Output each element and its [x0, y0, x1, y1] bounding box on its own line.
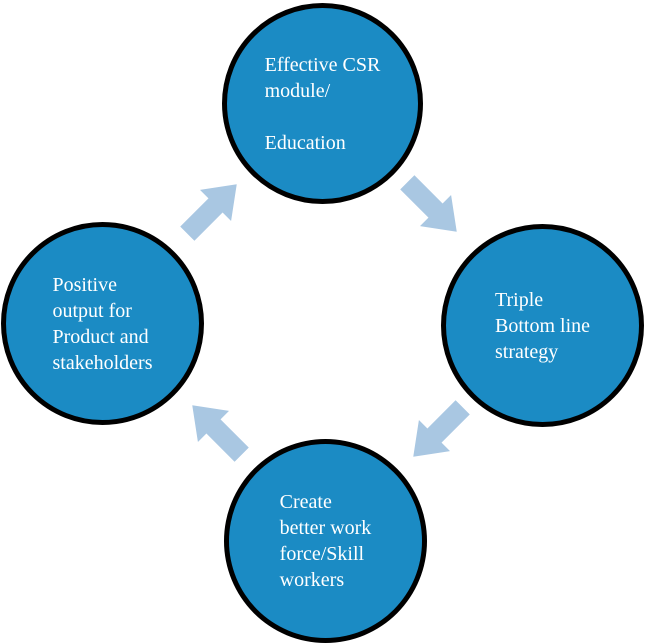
cycle-node-positive-output: Positive output for Product and stakehol…: [1, 222, 204, 425]
cycle-node-triple-bottom-line: Triple Bottom line strategy: [441, 224, 644, 427]
arrow-bottom-to-left-icon: [192, 405, 249, 462]
cycle-node-effective-csr: Effective CSR module/ Education: [222, 3, 423, 204]
cycle-node-create-workforce: Create better work force/Skill workers: [224, 439, 427, 643]
arrow-top-to-right-icon: [400, 175, 457, 232]
cycle-node-label: Effective CSR module/ Education: [264, 53, 381, 154]
cycle-node-label: Positive output for Product and stakehol…: [52, 273, 153, 374]
cycle-node-label: Triple Bottom line strategy: [495, 288, 590, 363]
arrow-right-to-bottom-icon: [413, 400, 470, 457]
cycle-node-label: Create better work force/Skill workers: [279, 491, 372, 591]
arrow-left-to-top-icon: [180, 184, 237, 241]
